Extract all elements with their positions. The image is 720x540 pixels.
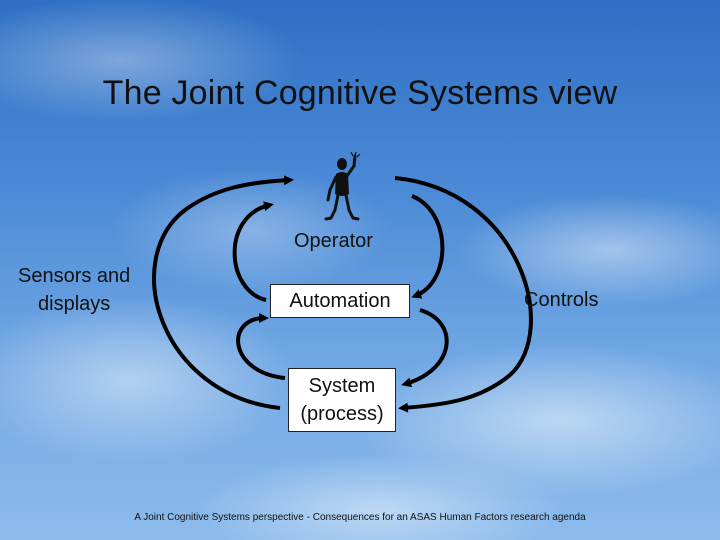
system-process-box: System (process) xyxy=(288,368,396,432)
system-label-line1: System xyxy=(308,375,376,397)
operator-label: Operator xyxy=(294,230,373,252)
arrow-system-to-operator-outer xyxy=(152,175,294,410)
sensors-displays-label: Sensors and displays xyxy=(18,262,130,318)
arrow-automation-to-system xyxy=(401,308,449,388)
slide-footer: A Joint Cognitive Systems perspective - … xyxy=(134,512,586,523)
sensors-label-line2: displays xyxy=(38,293,111,315)
automation-label: Automation xyxy=(289,290,391,312)
automation-box: Automation xyxy=(270,284,410,318)
person-waving-icon xyxy=(324,152,361,221)
slide-title: The Joint Cognitive Systems view xyxy=(102,74,618,112)
arrow-operator-to-automation xyxy=(411,194,445,299)
arrow-operator-to-system-outer xyxy=(394,176,533,413)
arrow-automation-to-operator xyxy=(232,201,274,302)
arrow-system-to-automation xyxy=(236,313,286,380)
sensors-label-line1: Sensors and xyxy=(18,265,131,287)
controls-label: Controls xyxy=(524,289,599,311)
system-label-line2: (process) xyxy=(300,403,384,425)
